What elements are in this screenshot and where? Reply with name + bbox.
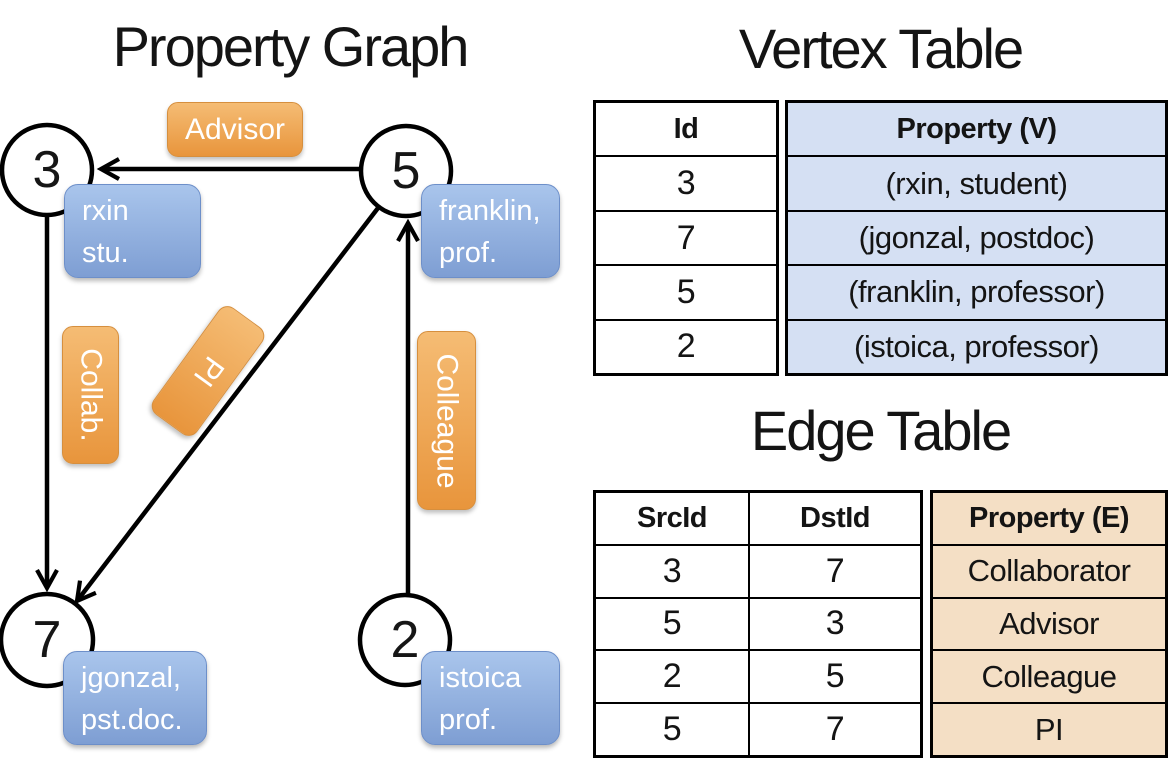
edge-property-cell: Colleague [933, 651, 1165, 703]
edge-dstid-header: DstId [748, 493, 920, 544]
table-row: 5 3 [596, 596, 920, 650]
vertex-table: Id 3 7 5 2 Property (V) (rxin, student) … [593, 100, 1168, 376]
edge-label-text: PI [186, 350, 231, 393]
table-row: 5 [596, 264, 776, 318]
vertex-property-line: franklin, [439, 195, 541, 227]
table-row: 2 5 [596, 649, 920, 703]
edge-table-title: Edge Table [750, 399, 1012, 462]
edge-srcid-cell: 3 [662, 551, 682, 590]
edge-pi-5-to-7 [74, 206, 380, 605]
table-header-row: Property (V) [788, 103, 1165, 156]
vertex-property-cell: (jgonzal, postdoc) [788, 211, 1165, 265]
property-graph-title: Property Graph [112, 15, 470, 78]
edge-dstid-cell: 7 [748, 545, 920, 597]
vertex-property-line: pst.doc. [81, 703, 183, 736]
vertex-property-box-3: rxin stu. [64, 184, 201, 278]
vertex-table-property-column: Property (V) (rxin, student) (jgonzal, p… [785, 100, 1168, 376]
table-row: 3 7 [596, 543, 920, 597]
vertex-property-cell: (istoica, professor) [788, 320, 1165, 374]
edge-label-text: Colleague [430, 352, 464, 489]
edge-property-cell: Advisor [933, 598, 1165, 650]
vertex-property-cell: (rxin, student) [788, 157, 1165, 210]
table-row: 3 [596, 155, 776, 209]
edge-table: SrcId DstId 3 7 5 3 2 5 5 7 Property (E) [593, 490, 1168, 758]
vertex-property-line: prof. [439, 703, 498, 736]
vertex-property-line: rxin [82, 195, 129, 227]
edge-table-property-column: Property (E) Collaborator Advisor Collea… [930, 490, 1168, 758]
vertex-id-cell: 2 [676, 327, 696, 366]
table-header-row: SrcId DstId [596, 493, 920, 544]
vertex-property-box-2: istoica prof. [421, 651, 560, 745]
edge-srcid-cell: 5 [662, 604, 682, 643]
table-row: Colleague [933, 649, 1165, 703]
edge-label-text: Collab. [74, 348, 108, 442]
edge-label-colleague: Colleague [417, 331, 476, 510]
vertex-id-7: 7 [32, 611, 62, 669]
vertex-id-cell: 3 [676, 164, 696, 203]
vertex-id-2: 2 [390, 611, 420, 669]
table-row: (istoica, professor) [788, 318, 1165, 374]
table-header-row: Id [596, 103, 776, 155]
vertex-property-cell: (franklin, professor) [788, 266, 1165, 319]
table-row: Collaborator [933, 543, 1165, 597]
vertex-property-header: Property (V) [788, 103, 1165, 156]
vertex-table-title: Vertex Table [738, 17, 1024, 80]
table-row: 2 [596, 318, 776, 373]
vertex-id-cell: 7 [676, 218, 696, 257]
table-row: (franklin, professor) [788, 264, 1165, 319]
edge-srcid-cell: 2 [662, 657, 682, 696]
table-row: PI [933, 702, 1165, 755]
vertex-id-cell: 5 [676, 272, 696, 311]
vertex-table-id-column: Id 3 7 5 2 [593, 100, 779, 376]
vertex-id-3: 3 [32, 141, 62, 199]
vertex-property-box-5: franklin, prof. [421, 184, 560, 278]
edge-dstid-cell: 7 [748, 704, 920, 755]
table-row: 5 7 [596, 702, 920, 755]
edge-dstid-cell: 5 [748, 651, 920, 703]
edge-property-cell: Collaborator [933, 545, 1165, 597]
edge-label-collab: Collab. [62, 326, 119, 464]
table-header-row: Property (E) [933, 493, 1165, 544]
vertex-property-line: prof. [439, 236, 498, 269]
vertex-id-header: Id [673, 112, 699, 145]
vertex-id-5: 5 [391, 142, 421, 200]
table-row: (jgonzal, postdoc) [788, 209, 1165, 265]
table-row: 7 [596, 209, 776, 264]
edge-label-advisor: Advisor [167, 102, 303, 157]
vertex-property-line: stu. [82, 236, 129, 269]
table-row: Advisor [933, 596, 1165, 650]
edge-label-text: Advisor [184, 112, 286, 146]
edge-table-id-columns: SrcId DstId 3 7 5 3 2 5 5 7 [593, 490, 923, 758]
edge-srcid-cell: 5 [662, 710, 682, 749]
vertex-property-box-7: jgonzal, pst.doc. [63, 651, 207, 745]
table-row: (rxin, student) [788, 155, 1165, 210]
edge-property-header: Property (E) [933, 493, 1165, 544]
edge-dstid-cell: 3 [748, 598, 920, 650]
vertex-property-line: jgonzal, [81, 662, 181, 694]
edge-srcid-header: SrcId [636, 501, 708, 534]
edge-property-cell: PI [933, 704, 1165, 755]
vertex-property-line: istoica [439, 662, 522, 694]
